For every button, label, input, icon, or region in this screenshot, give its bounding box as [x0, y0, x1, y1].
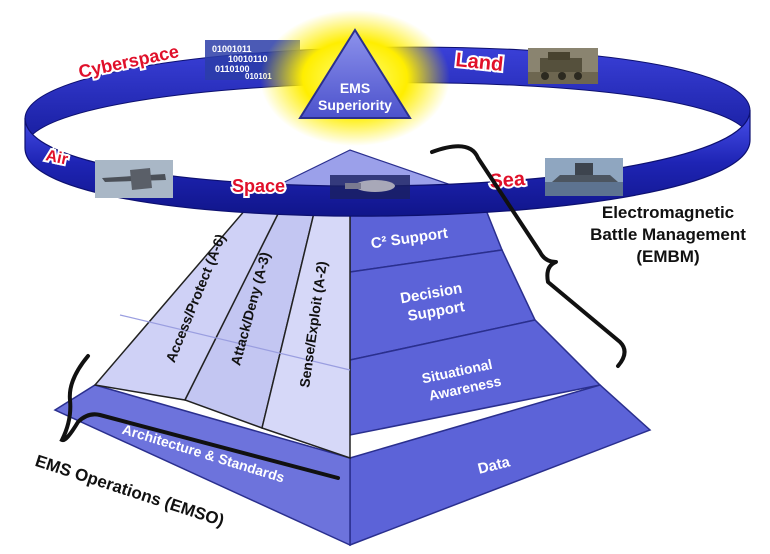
embm-label-line1: Electromagnetic [602, 203, 734, 222]
pyramid-left-face [53, 187, 351, 547]
svg-text:010101: 010101 [245, 72, 272, 81]
svg-text:10010110: 10010110 [228, 54, 268, 64]
space-satellite-image [330, 175, 410, 199]
apex-title-line1: EMS [340, 80, 370, 96]
sea-ship-image [545, 158, 623, 196]
air-aircraft-image [95, 160, 173, 198]
svg-text:01001011: 01001011 [212, 44, 252, 54]
svg-text:0110100: 0110100 [215, 64, 250, 74]
emso-bracket [59, 354, 340, 480]
domain-label-space: Space [232, 176, 285, 196]
embm-bracket [430, 144, 627, 368]
embm-label-line2: Battle Management [590, 225, 746, 244]
embm-label-line3: (EMBM) [636, 247, 699, 266]
apex-pyramid [298, 28, 412, 119]
land-vehicle-image [528, 48, 598, 84]
apex-title-line2: Superiority [318, 97, 392, 113]
